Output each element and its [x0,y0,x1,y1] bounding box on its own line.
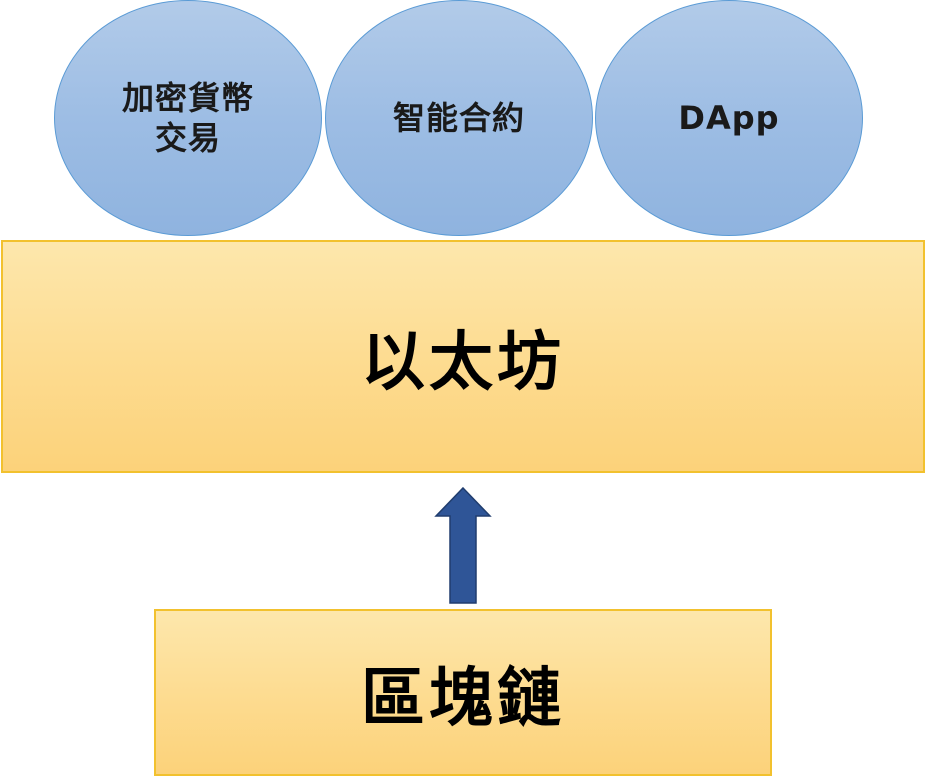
smart-contract-label: 智能合約 [392,99,525,137]
ethereum-label: 以太坊 [361,325,565,400]
crypto-trading-label: 加密貨幣交易 [121,79,254,157]
dapp-node: DApp [595,0,863,236]
smart-contract-node: 智能合約 [325,0,593,236]
blockchain-layer: 區塊鏈 [154,609,772,776]
crypto-trading-node: 加密貨幣交易 [54,0,322,236]
ethereum-layer: 以太坊 [1,240,925,473]
up-arrow-icon [434,486,492,604]
blockchain-label: 區塊鏈 [361,661,565,736]
dapp-label: DApp [678,99,780,137]
up-arrow-shape [434,486,492,604]
